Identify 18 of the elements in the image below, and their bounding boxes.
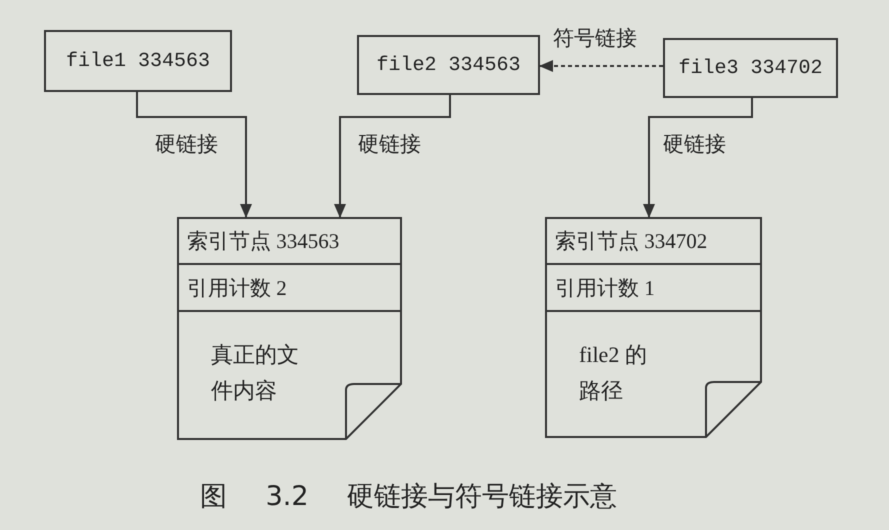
edge-label: 硬链接 xyxy=(358,131,421,158)
edge-label: 符号链接 xyxy=(553,25,637,52)
arrow xyxy=(643,98,753,218)
arrow xyxy=(136,92,252,218)
arrow xyxy=(539,60,663,72)
file-box: file1 334563 xyxy=(44,30,232,92)
inode-number-text: 索引节点 334563 xyxy=(187,228,340,255)
link-count-text: 引用计数 1 xyxy=(555,275,655,302)
figure-caption: 图 3.2 硬链接与符号链接示意 xyxy=(200,480,618,514)
file-content-text: 真正的文件内容 xyxy=(211,341,300,405)
link-count-text: 引用计数 2 xyxy=(187,275,287,302)
file-box: file3 334702 xyxy=(663,38,838,98)
inode-number-text: 索引节点 334702 xyxy=(555,228,708,255)
file-content-text: file2 的路径 xyxy=(579,341,648,405)
arrow xyxy=(334,95,451,218)
edge-label: 硬链接 xyxy=(663,131,726,158)
edge-label: 硬链接 xyxy=(155,131,218,158)
file-box: file2 334563 xyxy=(357,35,540,95)
